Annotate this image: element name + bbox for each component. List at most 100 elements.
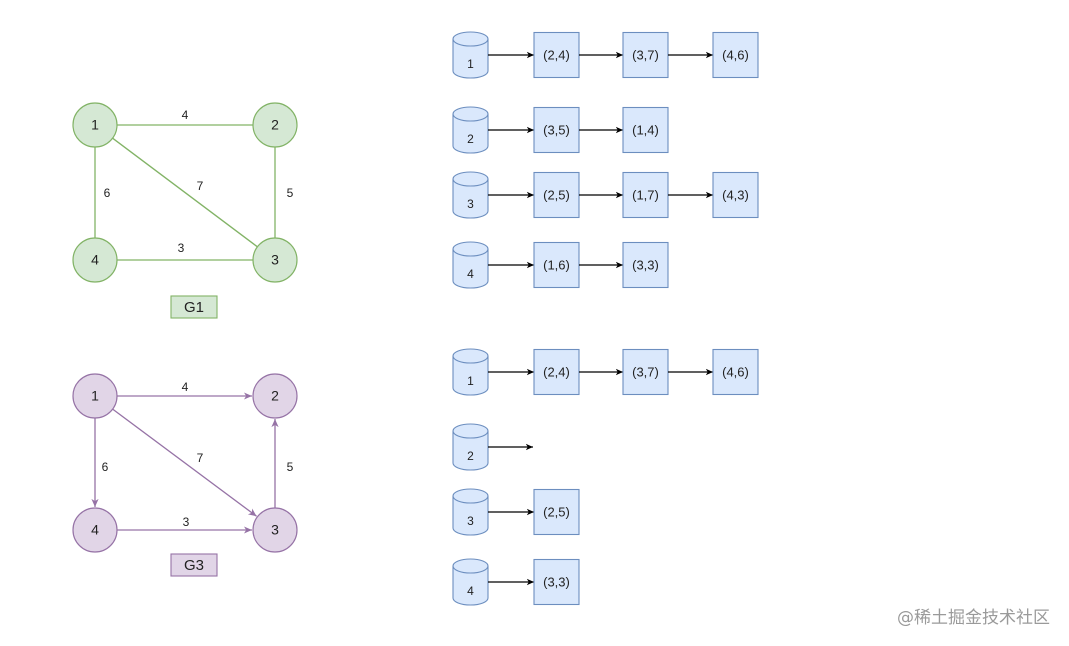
node-g3-4 [72, 507, 118, 553]
edge-node-box [622, 31, 669, 79]
list-row-g1-1: 1 (2,4) (3,7) (4,6) [452, 31, 759, 79]
vertex-head-label: 4 [467, 584, 474, 598]
adjacency-list-g3: 1 (2,4) (3,7) (4,6) 2 3 (2,5) 4 (3,3) [452, 348, 759, 606]
edge-node-box [712, 171, 759, 219]
edge-node-label: (1,7) [632, 187, 659, 202]
node-label-g1-2: 2 [271, 117, 279, 133]
list-row-g1-3: 3(2,5)(1,7)(4,3) [452, 171, 759, 219]
cylinder-body [452, 348, 489, 396]
vertex-head-g3-4: 4 [452, 558, 489, 606]
graph-name-g3: G3 [184, 557, 204, 574]
cylinder-body [452, 31, 489, 79]
edge-weight-g3-1-2: 4 [182, 380, 189, 394]
edge-node-box [533, 348, 580, 396]
edge-weight-g3-4-3: 3 [183, 515, 190, 529]
vertex-head-label: 1 [467, 374, 474, 388]
node-g3-3 [252, 507, 298, 553]
vertex-head-label: 4 [467, 267, 474, 281]
graph-g3: 4 7 6 5 3 1 2 3 4G3 [72, 373, 298, 577]
list-row-g3-3: 3 (2,5) [452, 488, 580, 536]
vertex-head-label: 1 [467, 57, 474, 71]
graph-name-badge-g1 [170, 295, 218, 319]
vertex-head-label: 2 [467, 449, 474, 463]
graph-name-badge-g3 [170, 553, 218, 577]
cylinder-rim [452, 248, 489, 257]
vertex-head-g3-1: 1 [452, 348, 489, 396]
vertex-head-g3-2: 2 [452, 423, 489, 471]
cylinder-rim [452, 113, 489, 122]
edge-weight-g3-3-2: 5 [287, 460, 294, 474]
adjacency-lists-layer: 1 (2,4) (3,7) (4,6) 2 (3,5) (1,4) 3 (2,5) (1,7) (4… [452, 31, 759, 606]
edge-g3-1-3 [112, 408, 257, 517]
cylinder-rim [452, 355, 489, 364]
edge-node-label: (3,3) [632, 257, 659, 272]
cylinder-rim [452, 565, 489, 574]
node-g1-3 [252, 237, 298, 283]
cylinder-rim [452, 178, 489, 187]
edge-weight-g1-2-3: 5 [287, 186, 294, 200]
edge-weight-g1-1-4: 6 [104, 186, 111, 200]
cylinder-body [452, 171, 489, 219]
edge-node-label: (2,5) [543, 187, 570, 202]
edge-node-label: (3,3) [543, 574, 570, 589]
cylinder-body [452, 488, 489, 536]
edge-node-label: (1,4) [632, 122, 659, 137]
edge-node-box [622, 241, 669, 289]
edge-node-label: (2,5) [543, 504, 570, 519]
vertex-head-g1-4: 4 [452, 241, 489, 289]
edge-node-label: (2,4) [543, 364, 570, 379]
cylinder-rim [452, 38, 489, 47]
list-row-g3-1: 1 (2,4) (3,7) (4,6) [452, 348, 759, 396]
edge-node-box [533, 31, 580, 79]
edge-node-box [533, 488, 580, 536]
cylinder-body [452, 241, 489, 289]
edge-node-label: (3,5) [543, 122, 570, 137]
edge-weight-g3-1-4: 6 [102, 460, 109, 474]
edge-node-label: (1,6) [543, 257, 570, 272]
vertex-head-label: 3 [467, 514, 474, 528]
node-g1-4 [72, 237, 118, 283]
vertex-head-g1-2: 2 [452, 106, 489, 154]
edge-node-label: (2,4) [543, 47, 570, 62]
node-g1-2 [252, 102, 298, 148]
edge-weight-g3-1-3: 7 [197, 451, 204, 465]
list-row-g3-2: 2 [452, 423, 533, 471]
watermark: @稀土掘金技术社区 [897, 608, 1050, 628]
edge-node-label: (3,7) [632, 47, 659, 62]
node-label-g3-4: 4 [91, 522, 99, 538]
edge-weight-g1-1-2: 4 [182, 108, 189, 122]
edge-node-box [533, 558, 580, 606]
node-g3-1 [72, 373, 118, 419]
graph-name-g1: G1 [184, 299, 204, 316]
node-label-g3-3: 3 [271, 522, 279, 538]
cylinder-body [452, 558, 489, 606]
edge-node-label: (4,6) [722, 364, 749, 379]
edge-node-label: (4,6) [722, 47, 749, 62]
node-g1-1 [72, 102, 118, 148]
edge-node-label: (3,7) [632, 364, 659, 379]
list-row-g1-4: 4 (1,6) (3,3) [452, 241, 669, 289]
edge-weight-g1-1-3: 7 [197, 179, 204, 193]
node-label-g1-3: 3 [271, 252, 279, 268]
edge-node-box [533, 106, 580, 154]
node-label-g1-4: 4 [91, 252, 99, 268]
vertex-head-g3-3: 3 [452, 488, 489, 536]
edge-node-box [712, 31, 759, 79]
node-g3-2 [252, 373, 298, 419]
node-label-g3-1: 1 [91, 388, 99, 404]
edge-node-box [712, 348, 759, 396]
vertex-head-label: 3 [467, 197, 474, 211]
cylinder-body [452, 106, 489, 154]
cylinder-rim [452, 430, 489, 439]
edge-weight-g1-4-3: 3 [178, 241, 185, 255]
adjacency-list-g1: 1 (2,4) (3,7) (4,6) 2 (3,5) (1,4) 3 (2,5) (1,7) (4… [452, 31, 759, 289]
edge-node-box [533, 171, 580, 219]
cylinder-rim [452, 495, 489, 504]
node-label-g3-2: 2 [271, 388, 279, 404]
vertex-head-g1-1: 1 [452, 31, 489, 79]
vertex-head-label: 2 [467, 132, 474, 146]
list-row-g1-2: 2 (3,5) (1,4) [452, 106, 669, 154]
